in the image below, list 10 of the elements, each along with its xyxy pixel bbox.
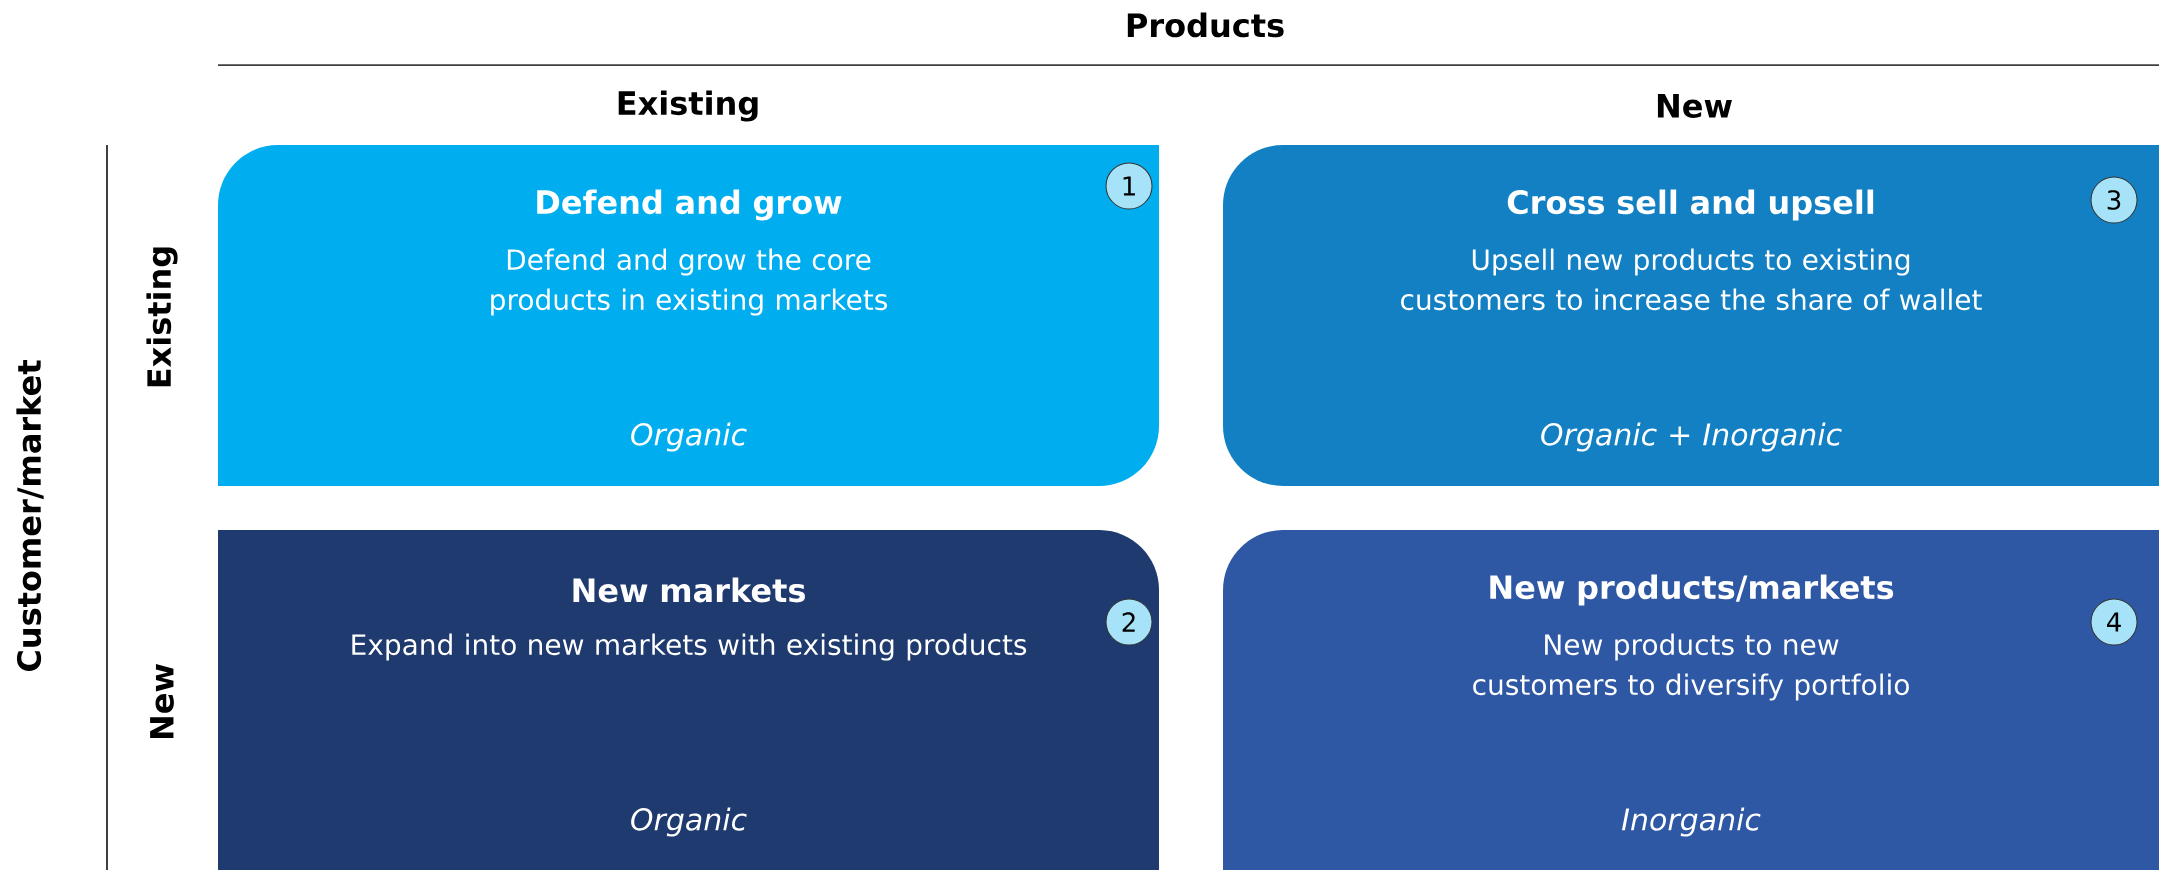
number-badge: 2 [1105,598,1153,646]
axis-title: Products [1127,12,1284,38]
number-badge: 3 [2090,176,2138,224]
column-header: New [1657,94,1732,118]
row-header: Existing [146,247,178,387]
number-badge: 1 [1105,162,1153,210]
column-header: Existing [618,90,758,122]
row-header: New [150,664,174,739]
number-badge: 4 [2090,598,2138,646]
axis-title: Customer/market [16,360,44,671]
